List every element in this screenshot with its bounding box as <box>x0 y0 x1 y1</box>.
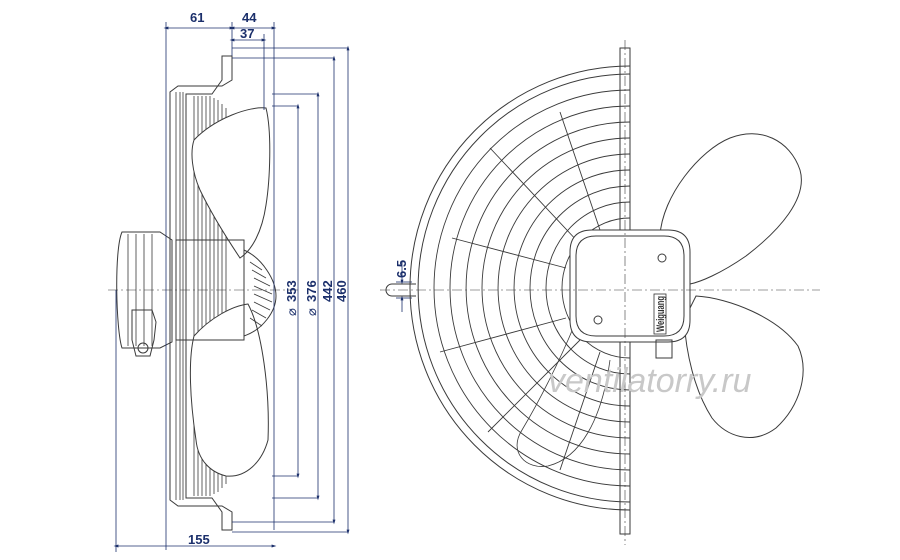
dim-460-group: 460 <box>334 280 349 302</box>
motor-screw-top <box>657 253 667 263</box>
guard-rings <box>433 89 631 487</box>
diameter-symbol-353: ⌀ <box>284 308 299 316</box>
dim-460: 460 <box>334 280 349 302</box>
terminal-box <box>655 339 673 359</box>
hub-cone <box>243 249 277 337</box>
watermark: ventilatorry.ru <box>548 362 752 400</box>
guard-mount-bar <box>619 47 631 535</box>
dim-376: 376 <box>304 280 319 302</box>
motor-housing-side <box>116 231 173 349</box>
blade-left-front <box>516 325 611 467</box>
blade-upper-side <box>191 107 271 259</box>
blade-lower-front <box>683 295 804 438</box>
guard-spokes <box>439 111 601 471</box>
dimension-lines <box>113 22 412 552</box>
dim-353-group: ⌀ 353 <box>284 280 299 316</box>
dim-442: 442 <box>320 280 335 302</box>
diameter-symbol-376: ⌀ <box>304 308 319 316</box>
dim-61: 61 <box>190 10 204 25</box>
hub-fins <box>249 261 273 327</box>
guard-rim-outer <box>409 65 631 511</box>
cable-gland-nut <box>137 342 149 354</box>
dim-44: 44 <box>242 10 257 25</box>
motor-screw-bottom <box>593 315 603 325</box>
dim-65-group: 6.5 <box>394 260 409 278</box>
dim-376-group: ⌀ 376 <box>304 280 319 316</box>
guard-rim-outer-2 <box>417 73 631 503</box>
motor-logo-plate <box>653 293 667 335</box>
dim-442-group: 442 <box>320 280 335 302</box>
dim-155: 155 <box>188 532 210 547</box>
side-view <box>108 55 300 531</box>
hub-side <box>175 239 245 341</box>
blade-lower-side <box>189 303 269 477</box>
dim-6-5: 6.5 <box>394 260 409 278</box>
dim-37: 37 <box>240 26 254 41</box>
motor-housing-front <box>569 229 691 343</box>
cable-gland <box>131 309 157 357</box>
motor-housing-inner <box>575 235 685 337</box>
mounting-frame <box>169 55 233 531</box>
frame-ribs <box>175 92 184 500</box>
motor-logo: Weiguang <box>655 296 667 332</box>
dim-353: 353 <box>284 280 299 302</box>
motor-logo-group: Weiguang <box>653 293 667 335</box>
front-view <box>380 40 820 545</box>
